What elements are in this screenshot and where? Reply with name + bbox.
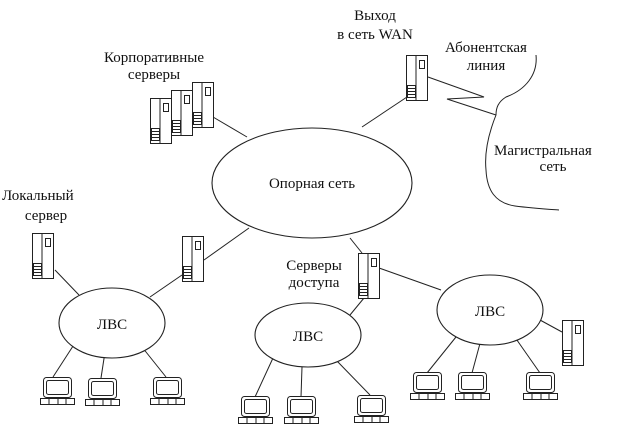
- server-icon: [406, 55, 428, 101]
- access-servers-label-1: Серверы: [286, 258, 342, 274]
- link-lan-left-pc3: [141, 346, 167, 378]
- link-server-lan-left: [149, 274, 183, 298]
- access-servers-label-2: доступа: [289, 275, 340, 291]
- local-server-label-2: сервер: [25, 208, 67, 224]
- link-lan-right-pc1: [426, 331, 461, 374]
- backbone-boundary: [485, 54, 560, 211]
- computer-icon: [150, 377, 185, 405]
- lan-right-label: ЛВС: [475, 304, 505, 320]
- core-network-label: Опорная сеть: [269, 176, 355, 192]
- link-lan-middle-pc2: [300, 366, 303, 398]
- server-icon: [150, 98, 172, 144]
- computer-icon: [354, 395, 389, 423]
- local-server-label-1: Локальный: [2, 188, 74, 204]
- link-lan-middle-pc1: [254, 357, 274, 398]
- backbone-network-label-1: Магистральная: [494, 143, 592, 159]
- link-lan-middle-pc3: [335, 359, 371, 396]
- lan-left-label: ЛВС: [97, 317, 127, 333]
- server-icon: [192, 82, 214, 128]
- core-network-ellipse: [211, 127, 413, 239]
- wan-exit-label-1: Выход: [354, 8, 396, 24]
- computer-icon: [284, 396, 319, 424]
- link-access-lan-right: [378, 267, 442, 291]
- lan-left-ellipse: [58, 287, 166, 359]
- server-icon: [171, 90, 193, 136]
- link-core-access: [349, 237, 363, 254]
- subscriber-line-label-1: Абонентская: [445, 40, 527, 56]
- wan-exit-label-2: в сеть WAN: [337, 27, 413, 43]
- corporate-servers-label-2: серверы: [128, 67, 180, 83]
- lan-middle-ellipse: [254, 302, 362, 368]
- computer-icon: [40, 377, 75, 405]
- link-lan-left-pc1: [52, 342, 76, 378]
- connections: [52, 54, 563, 398]
- link-access-lan-middle: [349, 297, 365, 316]
- computer-icon: [238, 396, 273, 424]
- server-icon: [32, 233, 54, 279]
- subscriber-line-label-2: линия: [467, 58, 506, 74]
- link-corporate-core: [212, 116, 248, 138]
- server-icon: [358, 253, 380, 299]
- computer-icon: [85, 378, 120, 406]
- computer-icon: [455, 372, 490, 400]
- link-local-server-lan: [54, 269, 80, 296]
- link-wan-core: [361, 96, 408, 128]
- corporate-servers-label-1: Корпоративные: [104, 50, 204, 66]
- link-core-lan-server: [203, 227, 250, 261]
- server-icon: [182, 236, 204, 282]
- server-icon: [562, 320, 584, 366]
- computer-icon: [523, 372, 558, 400]
- lan-right-ellipse: [436, 274, 544, 346]
- link-lan-right-server: [539, 319, 563, 333]
- backbone-network-label-2: сеть: [540, 159, 567, 175]
- lan-middle-label: ЛВС: [293, 329, 323, 345]
- subscriber-line-zigzag: [427, 76, 497, 116]
- computer-icon: [410, 372, 445, 400]
